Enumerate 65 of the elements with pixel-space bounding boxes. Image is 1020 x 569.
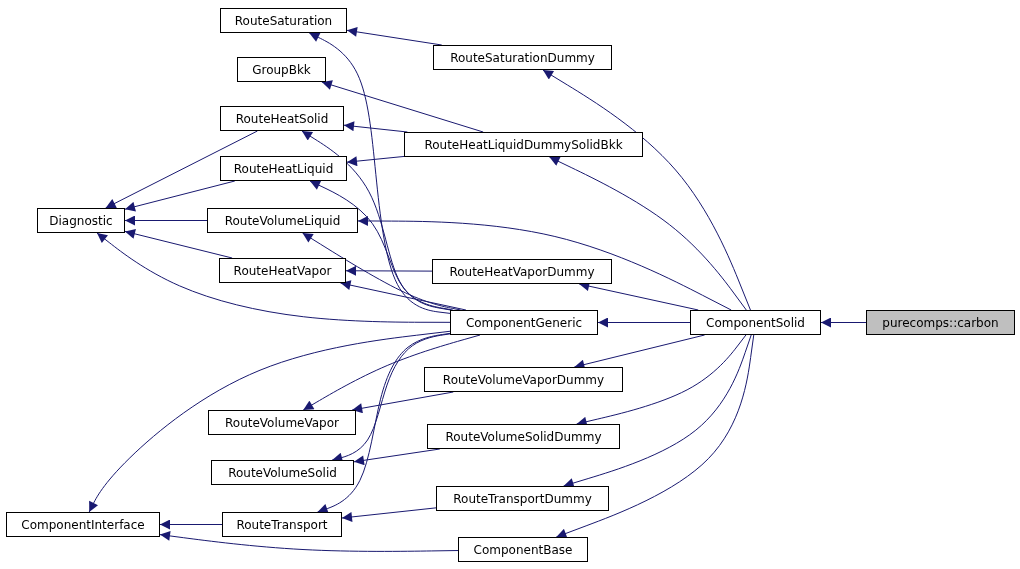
class-name: RouteVolumeVapor [225, 415, 339, 430]
class-box [450, 310, 598, 335]
inheritance-arrow [321, 80, 484, 133]
inheritance-arrow [341, 507, 437, 522]
class-box [458, 537, 588, 562]
class-name: RouteVolumeVaporDummy [442, 372, 605, 387]
class-name: RouteTransport [236, 517, 328, 532]
inheritance-arrow [159, 519, 223, 530]
class-box [211, 460, 354, 485]
class-box [436, 486, 609, 511]
class-box [690, 310, 821, 335]
inheritance-arrow [555, 334, 755, 539]
inheritance-arrow [302, 334, 481, 411]
inheritance-arrow [597, 317, 691, 328]
class-name: RouteHeatSolid [235, 111, 329, 126]
inheritance-arrow [340, 280, 467, 311]
class-name: purecomps::carbon [882, 315, 999, 330]
inheritance-arrow [124, 228, 233, 259]
class-box [6, 512, 160, 537]
inheritance-arrow [542, 69, 751, 311]
class-name: RouteVolumeLiquid [224, 213, 341, 228]
class-name: RouteHeatLiquid [233, 161, 334, 176]
class-box [427, 424, 620, 449]
class-name: RouteHeatLiquidDummySolidBkk [424, 137, 623, 152]
class-name: RouteVolumeSolidDummy [445, 429, 602, 444]
class-box [37, 208, 125, 233]
class-name: ComponentGeneric [465, 315, 583, 330]
class-name: RouteHeatVapor [233, 263, 332, 278]
class-name: Diagnostic [49, 213, 113, 228]
class-box [220, 8, 347, 33]
class-name: GroupBkk [252, 62, 311, 77]
inheritance-arrow [308, 32, 451, 314]
class-box [866, 310, 1015, 335]
class-box [208, 410, 356, 435]
inheritance-arrow [159, 530, 459, 552]
class-box [207, 208, 358, 233]
class-name: ComponentInterface [21, 517, 145, 532]
inheritance-arrow [563, 334, 752, 488]
class-box [237, 57, 326, 82]
class-box [222, 512, 342, 537]
class-box [220, 106, 344, 131]
inheritance-arrow [88, 330, 451, 513]
class-box [404, 132, 643, 157]
inheritance-arrow [96, 232, 451, 323]
inheritance-arrow [124, 215, 208, 226]
class-box [432, 259, 612, 284]
inheritance-arrow [317, 332, 451, 514]
inheritance-arrow [124, 180, 236, 212]
class-name: RouteSaturation [234, 13, 333, 28]
inheritance-arrow [548, 156, 747, 311]
class-name: ComponentSolid [706, 315, 805, 330]
inheritance-arrow [346, 155, 405, 167]
class-box [220, 156, 347, 181]
inheritance-arrow [345, 265, 433, 276]
inheritance-arrow [105, 130, 258, 209]
class-name: RouteTransportDummy [453, 491, 592, 506]
inheritance-arrow [820, 317, 867, 328]
class-name: RouteVolumeSolid [228, 465, 337, 480]
class-name: RouteSaturationDummy [450, 50, 595, 65]
class-box [433, 45, 612, 70]
class-name: ComponentBase [473, 542, 573, 557]
class-name: RouteHeatVaporDummy [449, 264, 595, 279]
class-box [424, 367, 623, 392]
inheritance-arrow [357, 215, 732, 311]
class-box [219, 258, 346, 283]
